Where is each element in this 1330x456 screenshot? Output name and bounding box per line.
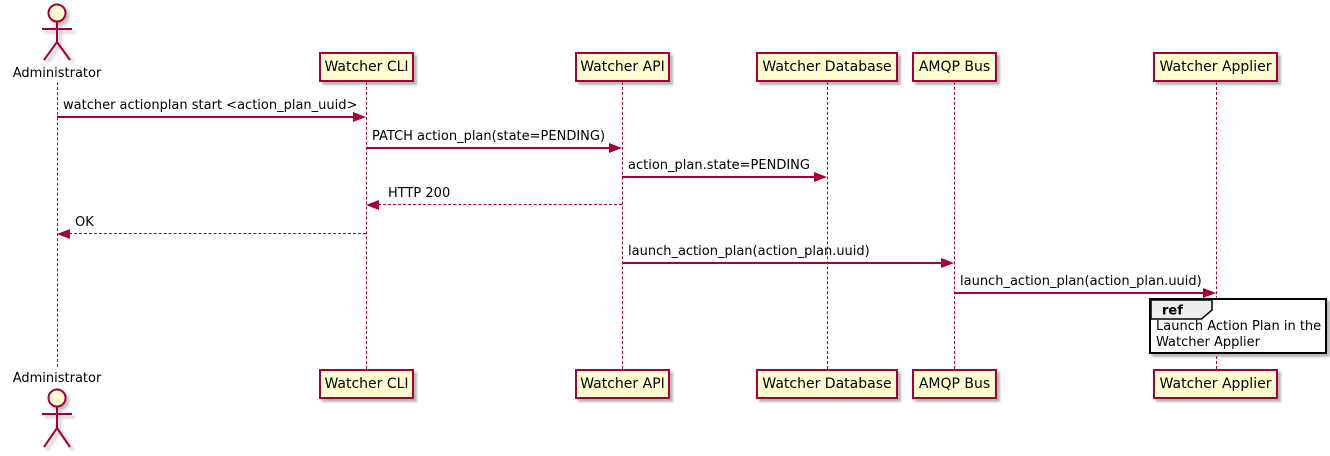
administrator-label-bottom: Administrator xyxy=(12,371,102,386)
participant-watcher-applier-bottom: Watcher Applier xyxy=(1153,369,1278,399)
message-label: launch_action_plan(action_plan.uuid) xyxy=(628,244,870,259)
participant-label: Watcher Database xyxy=(762,376,892,392)
participant-watcher-cli: Watcher CLI xyxy=(319,52,414,82)
message-line xyxy=(57,116,354,118)
ref-tab: ref xyxy=(1150,299,1213,320)
arrowhead-right-icon xyxy=(941,258,954,268)
participant-amqp-bus-bottom: AMQP Bus xyxy=(912,369,997,399)
arrowhead-right-icon xyxy=(814,172,827,182)
participant-label: Watcher CLI xyxy=(324,59,409,75)
message-line xyxy=(954,292,1203,294)
message-label: launch_action_plan(action_plan.uuid) xyxy=(960,274,1202,289)
message-label: PATCH action_plan(state=PENDING) xyxy=(372,129,606,144)
message-line xyxy=(622,176,815,178)
participant-label: Watcher API xyxy=(580,376,665,392)
lifeline-amqp-bus xyxy=(954,82,955,369)
message-line xyxy=(69,233,366,234)
arrowhead-right-icon xyxy=(1203,288,1216,298)
participant-label: Watcher CLI xyxy=(324,376,409,392)
participant-label: Watcher Applier xyxy=(1159,376,1272,392)
lifeline-watcher-database xyxy=(827,82,828,369)
participant-label: AMQP Bus xyxy=(918,376,991,392)
participant-amqp-bus: AMQP Bus xyxy=(912,52,997,82)
ref-text-line: Watcher Applier xyxy=(1156,335,1260,350)
lifeline-watcher-applier xyxy=(1216,82,1217,369)
arrowhead-right-icon xyxy=(353,112,366,122)
message-label: OK xyxy=(75,215,94,230)
lifeline-watcher-cli xyxy=(366,82,367,369)
participant-label: Watcher Database xyxy=(762,59,892,75)
participant-watcher-database-bottom: Watcher Database xyxy=(756,369,898,399)
administrator-actor-icon-bottom xyxy=(42,388,72,448)
lifeline-administrator xyxy=(57,82,58,367)
participant-label: Watcher Applier xyxy=(1159,59,1272,75)
message-line xyxy=(622,262,941,264)
arrowhead-right-icon xyxy=(609,143,622,153)
participant-label: AMQP Bus xyxy=(918,59,991,75)
message-line xyxy=(366,147,610,149)
participant-watcher-api: Watcher API xyxy=(575,52,670,82)
administrator-actor-icon xyxy=(42,3,72,61)
participant-watcher-applier: Watcher Applier xyxy=(1153,52,1278,82)
participant-watcher-cli-bottom: Watcher CLI xyxy=(319,369,414,399)
message-label: HTTP 200 xyxy=(388,186,451,201)
message-line xyxy=(378,204,622,205)
participant-watcher-database: Watcher Database xyxy=(756,52,898,82)
message-label: watcher actionplan start <action_plan_uu… xyxy=(63,98,358,113)
ref-body: Launch Action Plan in the Watcher Applie… xyxy=(1156,319,1321,351)
ref-keyword: ref xyxy=(1162,304,1183,319)
ref-text-line: Launch Action Plan in the xyxy=(1156,319,1322,334)
participant-label: Watcher API xyxy=(580,59,665,75)
arrowhead-left-icon xyxy=(366,200,379,210)
lifeline-watcher-api xyxy=(622,82,623,369)
ref-fragment: ref Launch Action Plan in the Watcher Ap… xyxy=(1149,298,1327,354)
administrator-label: Administrator xyxy=(12,66,102,81)
message-label: action_plan.state=PENDING xyxy=(628,158,810,173)
participant-watcher-api-bottom: Watcher API xyxy=(575,369,670,399)
arrowhead-left-icon xyxy=(57,229,70,239)
